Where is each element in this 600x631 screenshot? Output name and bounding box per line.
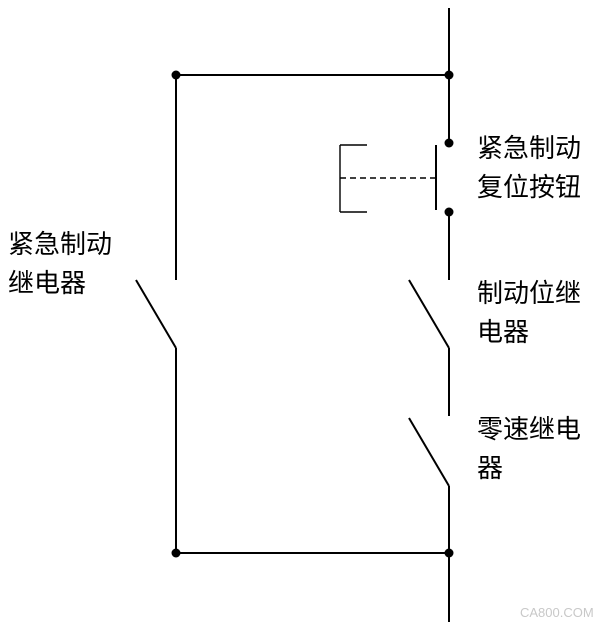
watermark: CA800.COM (520, 605, 594, 620)
junction-dot (444, 207, 454, 217)
brake-position-relay-contact (408, 279, 450, 349)
emergency-brake-relay-label-line1: 紧急制动 (8, 230, 112, 260)
junction-dot (444, 70, 454, 80)
junction-dot (444, 138, 454, 148)
brake-position-relay-label-line1: 制动位继 (477, 279, 581, 309)
junction-dot (171, 548, 181, 558)
zero-speed-relay-contact (408, 417, 450, 487)
reset-button-label-line2: 复位按钮 (477, 173, 581, 203)
emergency-brake-relay-contact (135, 279, 177, 349)
junction-dot (444, 548, 454, 558)
zero-speed-relay-label-line2: 器 (477, 454, 503, 484)
reset-button-label-line1: 紧急制动 (477, 134, 581, 164)
emergency-brake-relay-label-line2: 继电器 (8, 269, 86, 299)
zero-speed-relay-label-line1: 零速继电 (477, 415, 581, 445)
brake-position-relay-label-line2: 电器 (477, 318, 529, 348)
junction-dot (171, 70, 181, 80)
